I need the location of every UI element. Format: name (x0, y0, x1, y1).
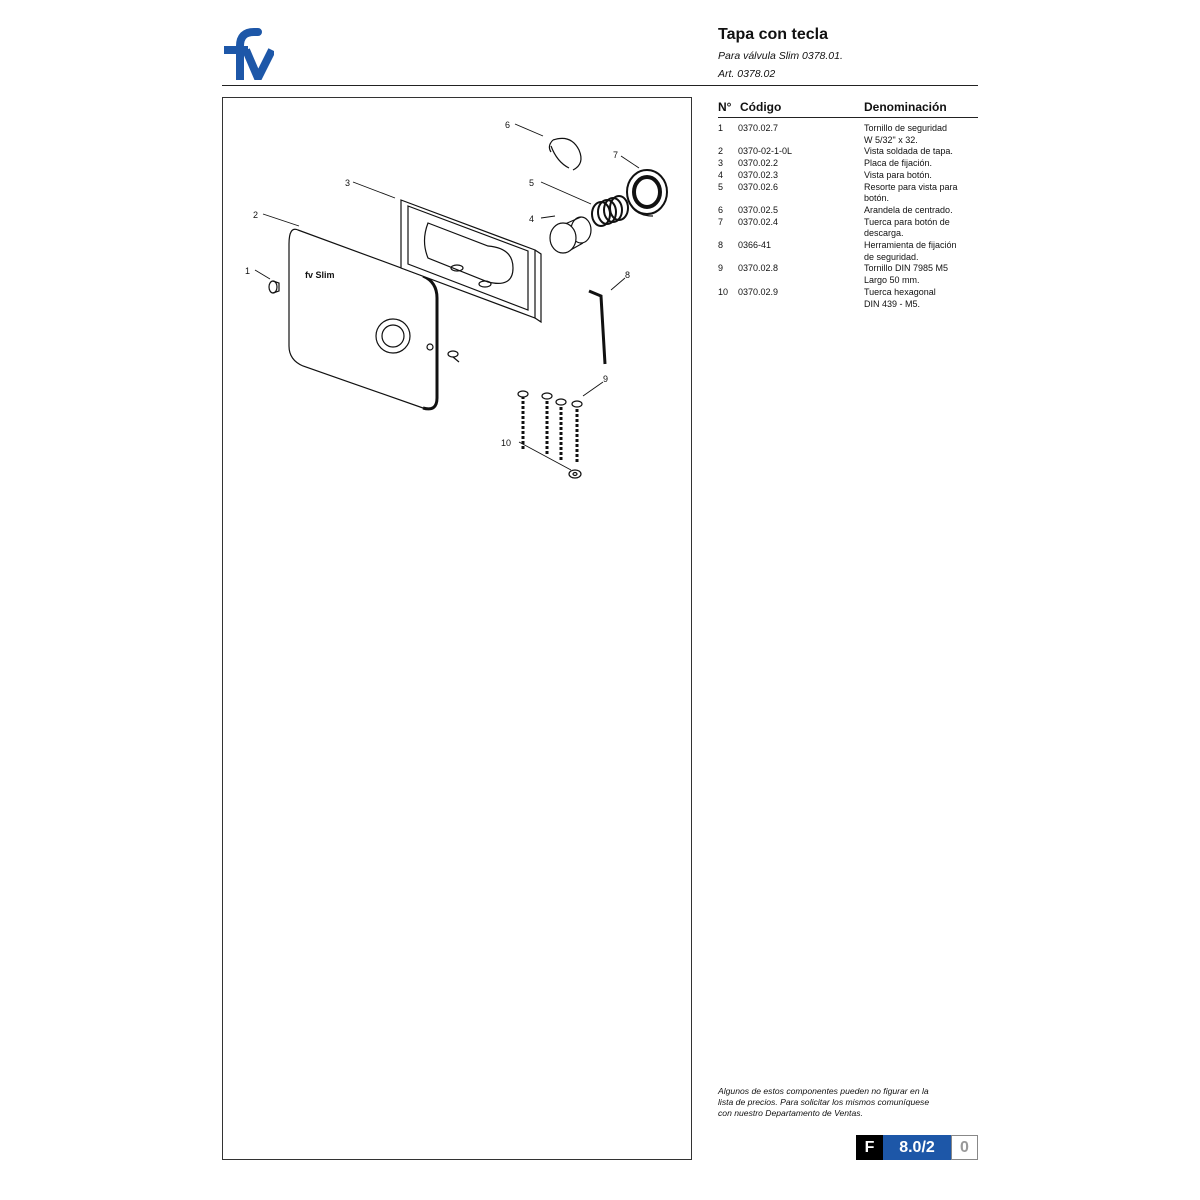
callout-5: 5 (529, 178, 534, 188)
part-name-line: botón. (864, 193, 890, 204)
column-code: Código (740, 100, 782, 114)
part-code: 0370.02.6 (738, 181, 779, 192)
cover-brand-label: fv Slim (305, 270, 335, 280)
part-name-line: Tuerca hexagonal (864, 286, 936, 297)
part-name: Vista soldada de tapa. (864, 146, 978, 158)
security-screw (268, 280, 460, 363)
part-name-line: Tornillo DIN 7985 M5 (864, 263, 949, 274)
page-subtitle: Para válvula Slim 0378.01. (718, 50, 843, 62)
page-code-letter: F (856, 1135, 883, 1160)
callout-10: 10 (501, 438, 511, 448)
table-row: 4 0370.02.3 Vista para botón. (718, 170, 978, 182)
hex-key (588, 289, 607, 365)
part-code: 0370-02-1-0L (738, 146, 793, 157)
centering-washer (548, 137, 582, 171)
exploded-drawing-svg: fv Slim 1 2 3 4 5 6 7 8 9 10 (245, 120, 668, 479)
table-row: 6 0370.02.5 Arandela de centrado. (718, 205, 978, 217)
part-number: 4 (718, 169, 724, 180)
part-number: 6 (718, 204, 724, 215)
part-name: Vista para botón. (864, 170, 978, 182)
part-name-line: Vista soldada de tapa. (864, 146, 953, 157)
article-number: Art. 0378.02 (718, 68, 776, 80)
part-name-line: descarga. (864, 228, 904, 239)
callout-3: 3 (345, 178, 350, 188)
button-nut (626, 169, 668, 217)
callout-7: 7 (613, 150, 618, 160)
part-number: 1 (718, 123, 724, 133)
page-code: F 8.0/2 0 (856, 1135, 978, 1160)
part-name-line: Herramienta de fijación (864, 240, 957, 251)
part-name-line: Arandela de centrado. (864, 204, 953, 215)
part-code: 0370.02.7 (738, 123, 779, 133)
page-title: Tapa con tecla (718, 26, 828, 43)
part-code: 0370.02.3 (738, 169, 779, 180)
part-code: 0370.02.8 (738, 263, 779, 274)
part-name-line: de seguridad. (864, 251, 919, 262)
availability-note: Algunos de estos componentes pueden no f… (718, 1086, 978, 1119)
part-number: 5 (718, 181, 724, 192)
callout-6: 6 (505, 120, 510, 130)
part-name-line: Resorte para vista para (864, 181, 958, 192)
part-name-line: W 5/32" x 32. (864, 134, 918, 145)
part-code: 0370.02.5 (738, 204, 779, 215)
header-divider (222, 85, 978, 86)
parts-header-divider (718, 117, 978, 118)
part-number: 10 (718, 286, 729, 297)
callout-8: 8 (625, 270, 630, 280)
column-number: N° (718, 100, 732, 114)
part-name: Arandela de centrado. (864, 205, 978, 217)
page-code-number: 8.0/2 (883, 1135, 951, 1160)
note-line: con nuestro Departamento de Ventas. (718, 1108, 863, 1118)
table-row: 3 0370.02.2 Placa de fijación. (718, 158, 978, 170)
fixing-plate (400, 199, 542, 324)
push-button (549, 216, 592, 254)
part-code: 0366-41 (738, 240, 772, 251)
exploded-drawing: fv Slim 1 2 3 4 5 6 7 8 9 10 (222, 97, 692, 1160)
callout-1: 1 (245, 266, 250, 276)
part-name-line: Tornillo de seguridad (864, 123, 948, 133)
part-number: 2 (718, 146, 724, 157)
callout-4: 4 (529, 214, 534, 224)
part-code: 0370.02.9 (738, 286, 779, 297)
part-code: 0370.02.4 (738, 216, 779, 227)
din-screws (517, 390, 583, 464)
leader-lines (254, 123, 640, 471)
column-name: Denominación (864, 100, 947, 114)
part-number: 8 (718, 240, 724, 251)
button-spring (591, 195, 629, 227)
parts-table-header: N° Código Denominación (718, 100, 978, 118)
callout-9: 9 (603, 374, 608, 384)
part-name-line: Largo 50 mm. (864, 275, 920, 286)
part-number: 7 (718, 216, 724, 227)
page-code-revision: 0 (951, 1135, 978, 1160)
part-name-line: DIN 439 - M5. (864, 298, 921, 309)
part-code: 0370.02.2 (738, 158, 779, 169)
part-number: 3 (718, 158, 724, 169)
part-name: Placa de fijación. (864, 158, 978, 170)
table-row: 2 0370-02-1-0L Vista soldada de tapa. (718, 146, 978, 158)
part-name-line: Tuerca para botón de (864, 216, 950, 227)
callout-2: 2 (253, 210, 258, 220)
part-name-line: Vista para botón. (864, 169, 932, 180)
note-line: Algunos de estos componentes pueden no f… (718, 1086, 929, 1096)
part-name-line: Placa de fijación. (864, 158, 933, 169)
note-line: lista de precios. Para solicitar los mis… (718, 1097, 930, 1107)
hex-nut (568, 469, 582, 479)
fv-logo-icon (224, 28, 274, 80)
cover-plate (288, 228, 439, 411)
part-number: 9 (718, 263, 724, 274)
